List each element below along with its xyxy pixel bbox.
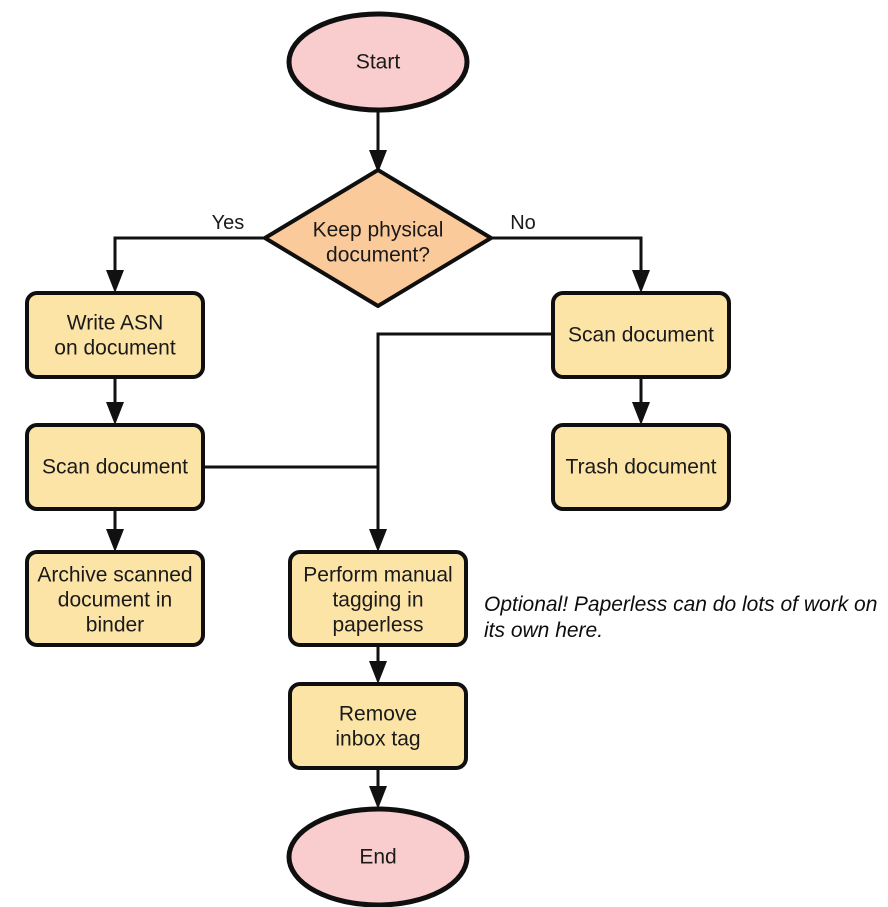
- node-remove-inbox-tag-label-line1: Remove: [339, 703, 417, 726]
- node-archive-label-line1: Archive scanned: [37, 564, 192, 587]
- edge-decision-to-write-asn: [106, 236, 265, 293]
- edge-label-yes: Yes: [212, 212, 245, 234]
- node-write-asn-on-document[interactable]: Write ASN on document: [25, 291, 205, 379]
- node-write-asn-label-line1: Write ASN: [67, 312, 163, 335]
- edge-label-no: No: [510, 212, 536, 234]
- arrowhead-icon: [369, 529, 387, 552]
- edge-tagging-to-remove-tag: [369, 645, 387, 684]
- node-archive-scanned-document-in-binder[interactable]: Archive scanned document in binder: [25, 550, 205, 647]
- edge-line: [113, 236, 265, 280]
- node-end-label: End: [359, 846, 396, 869]
- annotation-line-2: its own here.: [484, 619, 603, 642]
- node-scan-document-left-shape[interactable]: [25, 423, 205, 511]
- edge-labels-layer: Yes No: [212, 212, 536, 234]
- node-archive-label-line3: binder: [86, 614, 144, 637]
- node-write-asn-label-line2: on document: [54, 337, 176, 360]
- annotation-optional-note: Optional! Paperless can do lots of work …: [484, 593, 877, 642]
- node-tagging-label-line2: tagging in: [332, 589, 423, 612]
- arrowhead-icon: [369, 786, 387, 809]
- node-trash-document-label: Trash document: [566, 456, 717, 479]
- node-start-shape[interactable]: [286, 11, 470, 113]
- node-write-asn-shape[interactable]: [25, 291, 205, 379]
- node-trash-document[interactable]: Trash document: [551, 423, 731, 511]
- edge-start-to-decision: [369, 110, 387, 173]
- node-start-label: Start: [356, 51, 401, 74]
- node-scan-document-right-shape[interactable]: [551, 291, 731, 379]
- node-scan-document-right[interactable]: Scan document: [551, 291, 731, 379]
- arrowhead-icon: [106, 270, 124, 293]
- node-archive-label-line2: document in: [58, 589, 172, 612]
- edge-scan-right-to-tagging: [369, 332, 553, 552]
- node-decision-label-line1: Keep physical: [313, 219, 444, 242]
- node-scan-document-left[interactable]: Scan document: [25, 423, 205, 511]
- node-remove-inbox-tag-shape[interactable]: [288, 682, 468, 770]
- node-end-shape[interactable]: [286, 806, 470, 907]
- node-decision-keep-physical-document[interactable]: Keep physical document?: [263, 168, 493, 308]
- arrowhead-icon: [632, 402, 650, 425]
- edges-layer: [106, 110, 650, 809]
- arrowhead-icon: [369, 150, 387, 173]
- node-end[interactable]: End: [286, 806, 470, 907]
- node-scan-document-right-label: Scan document: [568, 324, 714, 347]
- annotation-line-1: Optional! Paperless can do lots of work …: [484, 593, 877, 616]
- node-decision-shape[interactable]: [263, 168, 493, 308]
- arrowhead-icon: [106, 529, 124, 552]
- node-scan-document-left-label: Scan document: [42, 456, 188, 479]
- arrowhead-icon: [106, 402, 124, 425]
- node-remove-inbox-tag[interactable]: Remove inbox tag: [288, 682, 468, 770]
- edge-write-asn-to-scan-left: [106, 377, 124, 425]
- nodes-layer: Start Keep physical document? Write ASN …: [25, 11, 731, 907]
- edge-remove-tag-to-end: [369, 768, 387, 809]
- node-remove-inbox-tag-label-line2: inbox tag: [335, 728, 420, 751]
- node-decision-label-line2: document?: [326, 244, 430, 267]
- node-start[interactable]: Start: [286, 11, 470, 113]
- edge-scan-right-to-trash: [632, 377, 650, 425]
- edge-scan-left-to-archive: [106, 509, 124, 552]
- node-tagging-label-line1: Perform manual: [303, 564, 452, 587]
- node-tagging-label-line3: paperless: [332, 614, 423, 637]
- node-perform-manual-tagging-in-paperless[interactable]: Perform manual tagging in paperless: [288, 550, 468, 647]
- arrowhead-icon: [369, 661, 387, 684]
- edge-decision-to-scan-right: [491, 236, 650, 293]
- arrowhead-icon: [632, 270, 650, 293]
- node-tagging-shape[interactable]: [288, 550, 468, 647]
- edge-line: [491, 236, 643, 280]
- edge-line: [376, 332, 553, 539]
- node-trash-document-shape[interactable]: [551, 423, 731, 511]
- node-archive-shape[interactable]: [25, 550, 205, 647]
